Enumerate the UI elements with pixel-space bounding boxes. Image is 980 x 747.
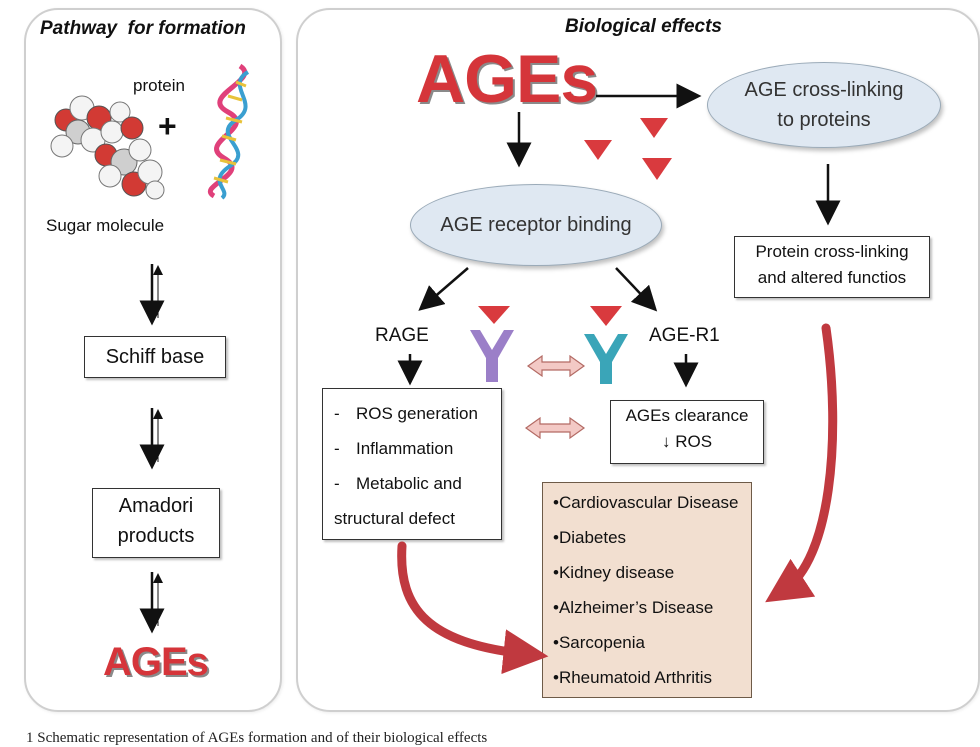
ages-main-label: AGEs bbox=[416, 41, 598, 117]
receptor-binding-ellipse: AGE receptor binding bbox=[410, 184, 662, 266]
disease-item: •Sarcopenia bbox=[553, 633, 645, 652]
ages-clearance-box: AGEs clearance ↓ ROS bbox=[610, 400, 764, 464]
rage-effect-item: -Inflammation bbox=[334, 439, 454, 458]
diseases-box: •Cardiovascular Disease •Diabetes •Kidne… bbox=[542, 482, 752, 698]
amadori-line-2: products bbox=[117, 525, 195, 547]
receptor-binding-label: AGE receptor binding bbox=[440, 214, 632, 236]
amadori-line-1: Amadori bbox=[118, 495, 194, 517]
protein-cross-line-1: Protein cross-linking bbox=[755, 242, 909, 261]
rage-effect-item: -Metabolic and bbox=[334, 474, 462, 493]
cross-linking-ellipse: AGE cross-linking to proteins bbox=[707, 62, 941, 148]
amadori-products-box: Amadori products bbox=[92, 488, 220, 558]
protein-cross-linking-box: Protein cross-linking and altered functi… bbox=[734, 236, 930, 298]
schiff-base-box: Schiff base bbox=[84, 336, 226, 378]
sugar-molecule-label: Sugar molecule bbox=[46, 216, 165, 235]
age-r1-label: AGE-R1 bbox=[649, 325, 720, 346]
rage-effects-box bbox=[322, 388, 502, 540]
clearance-line-1: AGEs clearance bbox=[625, 406, 749, 425]
rage-effect-item: structural defect bbox=[334, 509, 455, 528]
disease-item: •Diabetes bbox=[553, 528, 627, 547]
schiff-base-label: Schiff base bbox=[105, 346, 205, 368]
rage-label: RAGE bbox=[375, 325, 429, 346]
cross-linking-line-2: to proteins bbox=[777, 109, 871, 131]
ages-product-label: AGEs bbox=[103, 640, 209, 684]
clearance-line-2: ↓ ROS bbox=[661, 432, 713, 451]
protein-cross-line-2: and altered functios bbox=[757, 268, 907, 287]
rage-effect-item: -ROS generation bbox=[334, 404, 478, 423]
disease-item: •Cardiovascular Disease bbox=[553, 493, 739, 512]
protein-label: protein bbox=[133, 76, 185, 95]
formation-panel-title: Pathway for formation bbox=[40, 18, 246, 39]
rage-effects-list: -ROS generation -Inflammation -Metabolic… bbox=[334, 396, 478, 536]
disease-item: •Alzheimer’s Disease bbox=[553, 598, 714, 617]
plus-sign: + bbox=[158, 108, 177, 144]
effects-panel-title: Biological effects bbox=[565, 16, 722, 37]
disease-item: •Rheumatoid Arthritis bbox=[553, 668, 713, 687]
cross-linking-line-1: AGE cross-linking bbox=[744, 79, 904, 101]
disease-item: •Kidney disease bbox=[553, 563, 675, 582]
figure-caption: 1 Schematic representation of AGEs forma… bbox=[26, 730, 488, 746]
